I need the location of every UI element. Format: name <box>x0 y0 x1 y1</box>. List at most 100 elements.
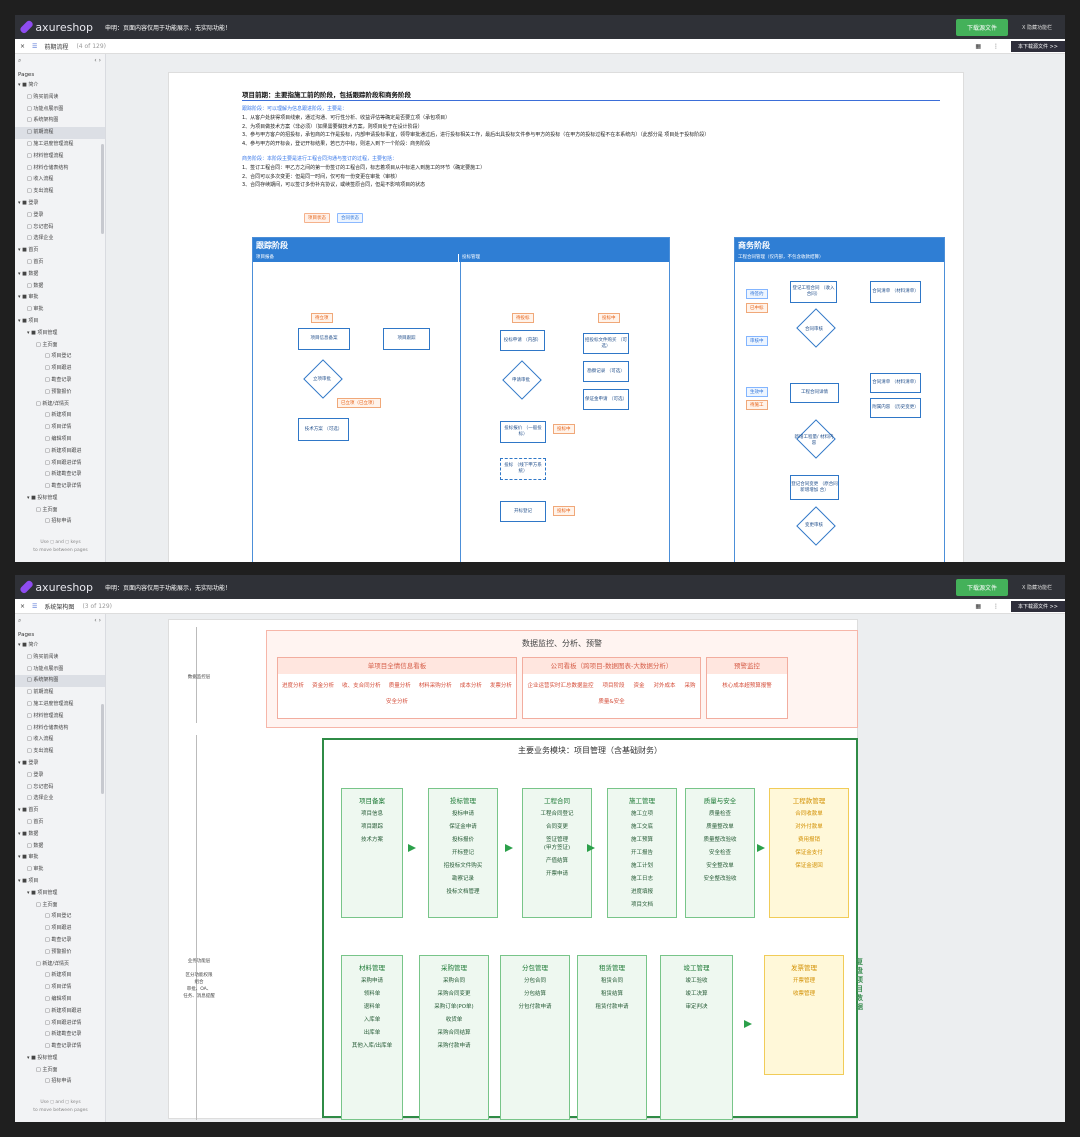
page-tree-item[interactable]: □ 功能点展示图 <box>27 665 64 672</box>
search-icon[interactable]: ⌕ <box>18 617 22 624</box>
page-tree-item[interactable]: □ 选择企业 <box>27 795 54 802</box>
page-tree-item[interactable]: □ 项目跟进详情 <box>45 1019 82 1026</box>
page-tree-item[interactable]: ▾ ■ 简介 <box>18 82 39 88</box>
page-tree-item[interactable]: □ 项目登记 <box>45 353 72 360</box>
page-tree-item[interactable]: ▾ ■ 项目 <box>18 877 39 884</box>
page-tree-item[interactable]: □ 主页面 <box>36 341 58 348</box>
page-tree-item[interactable]: □ 收入流程 <box>27 736 54 743</box>
page-tree-item[interactable]: □ 系统架构图 <box>27 117 59 124</box>
page-tree-item[interactable]: ▾ ■ 审批 <box>18 854 39 861</box>
page-tree-item[interactable]: ▾ ■ 投标管理 <box>27 494 58 501</box>
page-tree-item[interactable]: □ 数据 <box>27 842 44 849</box>
page-tree-item[interactable]: ▾ ■ 首页 <box>18 807 39 814</box>
page-tree-item[interactable]: □ 购买前阅读 <box>27 93 59 100</box>
module-card[interactable]: 项目备案项目信息项目跟踪技术方案 <box>341 788 403 918</box>
page-tree-item[interactable]: □ 招标申请 <box>45 518 72 525</box>
hide-toolbar-link-2[interactable]: X 隐藏功能栏 <box>1021 584 1052 591</box>
download-source-button-2[interactable]: 下载源文件 <box>955 578 1008 596</box>
page-tree-item[interactable]: □ 新建勘查记录 <box>45 471 82 478</box>
close-icon[interactable]: × <box>20 602 26 610</box>
page-tree-item[interactable]: □ 支出流程 <box>27 748 54 755</box>
publish-link[interactable]: 本下载源文件 >> <box>1011 40 1065 52</box>
page-tree-item[interactable]: □ 审批 <box>27 866 44 873</box>
page-tree-item[interactable]: □ 材料管理流程 <box>27 152 64 159</box>
page-tree-item[interactable]: □ 数据 <box>27 282 44 289</box>
page-tree-item[interactable]: □ 材料管理流程 <box>27 712 64 719</box>
page-tree-item[interactable]: □ 预警报价 <box>45 948 72 955</box>
page-tree-item[interactable]: □ 新建项目跟进 <box>45 1007 82 1014</box>
page-tree-item[interactable]: □ 预警报价 <box>45 388 72 395</box>
more-icon[interactable]: ⋮ <box>993 602 1000 610</box>
page-tree-item[interactable]: ▾ ■ 项目 <box>18 317 39 324</box>
page-tree-item[interactable]: ▾ ■ 登录 <box>18 199 39 206</box>
page-tree-item[interactable]: □ 材料仓储表结构 <box>27 164 69 171</box>
publish-link-2[interactable]: 本下载源文件 >> <box>1011 600 1065 612</box>
page-tree-item[interactable]: ▾ ■ 简介 <box>18 642 39 648</box>
page-tree-item[interactable]: □ 前期流程 <box>15 127 105 139</box>
module-card[interactable]: 租赁管理租赁合同租赁结算租赁付款申请 <box>577 955 647 1120</box>
page-tree-item[interactable]: □ 系统架构图 <box>15 675 105 688</box>
page-tree-item[interactable]: ▾ ■ 数据 <box>18 270 39 277</box>
page-tree-item[interactable]: ▾ ■ 项目管理 <box>27 889 58 896</box>
module-card[interactable]: 采购管理采购合同采购合同变更采购订单(PO单)收货单采购合同结算采购付款申请 <box>419 955 489 1120</box>
page-search-2[interactable]: ⌕‹ › <box>15 614 105 628</box>
page-tree-item[interactable]: □ 登录 <box>27 771 44 778</box>
page-tree-item[interactable]: □ 主页面 <box>36 901 58 908</box>
close-icon[interactable]: × <box>20 42 26 50</box>
pager-arrows-icon[interactable]: ‹ › <box>94 57 101 64</box>
page-tree-item[interactable]: ▾ ■ 数据 <box>18 830 39 837</box>
grid-icon[interactable]: ▦ <box>975 602 982 610</box>
page-tree-item[interactable]: □ 勘查记录详情 <box>45 1043 82 1050</box>
sitemap-icon[interactable]: ☰ <box>32 602 38 610</box>
sidebar-scrollbar-2[interactable] <box>101 704 104 794</box>
module-card[interactable]: 质量与安全质量检查质量整改单质量整改验收安全检查安全整改单安全整改验收 <box>685 788 755 918</box>
page-tree-item[interactable]: □ 项目跟进详情 <box>45 459 82 466</box>
module-card[interactable]: 工程款管理合同收款单对外付款单费用报销保证金支付保证金退回 <box>769 788 849 918</box>
page-tree-item[interactable]: □ 勘查记录 <box>45 936 72 943</box>
page-tree-item[interactable]: ▾ ■ 登录 <box>18 759 39 766</box>
page-tree-item[interactable]: □ 新建项目 <box>45 412 72 419</box>
page-tree-item[interactable]: ▾ ■ 项目管理 <box>27 329 58 336</box>
module-card[interactable]: 竣工管理竣工验收竣工决算审定判决 <box>660 955 733 1120</box>
page-tree-item[interactable]: □ 施工进度管理流程 <box>27 700 74 707</box>
module-card[interactable]: 工程合同工程合同登记合同变更签证管理 (甲方签证)产值结算开票申请 <box>522 788 592 918</box>
brand-logo[interactable]: axureshop <box>19 19 93 35</box>
page-tree-item[interactable]: □ 收入流程 <box>27 176 54 183</box>
page-tree-item[interactable]: □ 忘记密码 <box>27 783 54 790</box>
page-tree-item[interactable]: □ 审批 <box>27 306 44 313</box>
page-tree-item[interactable]: □ 新建勘查记录 <box>45 1031 82 1038</box>
page-tree-item[interactable]: □ 忘记密码 <box>27 223 54 230</box>
page-tree-item[interactable]: □ 购买前阅读 <box>27 653 59 660</box>
grid-icon[interactable]: ▦ <box>975 42 982 50</box>
page-tree-item[interactable]: □ 新建/详情页 <box>36 400 69 407</box>
page-tree-item[interactable]: □ 招标申请 <box>45 1078 72 1085</box>
sitemap-icon[interactable]: ☰ <box>32 42 38 50</box>
module-card[interactable]: 材料管理采购申请领料单退料单入库单出库单其他入库/出库单 <box>341 955 403 1120</box>
page-tree-item[interactable]: □ 编辑项目 <box>45 995 72 1002</box>
module-card[interactable]: 分包管理分包合同分包结算分包付款申请 <box>500 955 570 1120</box>
page-tree-item[interactable]: □ 项目跟进 <box>45 365 72 372</box>
page-tree-item[interactable]: □ 主页面 <box>36 1066 58 1073</box>
page-tree-item[interactable]: □ 支出流程 <box>27 188 54 195</box>
page-tree-item[interactable]: □ 功能点展示图 <box>27 105 64 112</box>
more-icon[interactable]: ⋮ <box>993 42 1000 50</box>
page-tree-item[interactable]: ▾ ■ 首页 <box>18 247 39 254</box>
page-tree-item[interactable]: □ 施工进度管理流程 <box>27 140 74 147</box>
page-tree-item[interactable]: □ 项目跟进 <box>45 925 72 932</box>
module-card[interactable]: 施工管理施工立项施工交底施工预算开工报告施工计划施工日志进度填报项目文档 <box>607 788 677 918</box>
page-tree-item[interactable]: □ 新建项目跟进 <box>45 447 82 454</box>
page-tree-item[interactable]: □ 勘查记录 <box>45 376 72 383</box>
page-tree-item[interactable]: □ 新建/详情页 <box>36 960 69 967</box>
page-tree-item[interactable]: □ 项目登记 <box>45 913 72 920</box>
module-card[interactable]: 发票管理开票管理收票管理 <box>764 955 844 1075</box>
page-tree-item[interactable]: □ 首页 <box>27 258 44 265</box>
sidebar-scrollbar[interactable] <box>101 144 104 234</box>
search-icon[interactable]: ⌕ <box>18 57 22 64</box>
page-tree-item[interactable]: □ 项目详情 <box>45 424 72 431</box>
page-tree-item[interactable]: □ 项目详情 <box>45 984 72 991</box>
page-tree-item[interactable]: □ 前期流程 <box>27 689 54 696</box>
brand-logo-2[interactable]: axureshop <box>19 579 93 595</box>
page-tree-item[interactable]: □ 新建项目 <box>45 972 72 979</box>
page-search[interactable]: ⌕ ‹ › <box>15 54 105 68</box>
module-card[interactable]: 投标管理投标申请保证金申请投标报价开标登记招投标文件购买勘察记录投标文档管理 <box>428 788 498 918</box>
